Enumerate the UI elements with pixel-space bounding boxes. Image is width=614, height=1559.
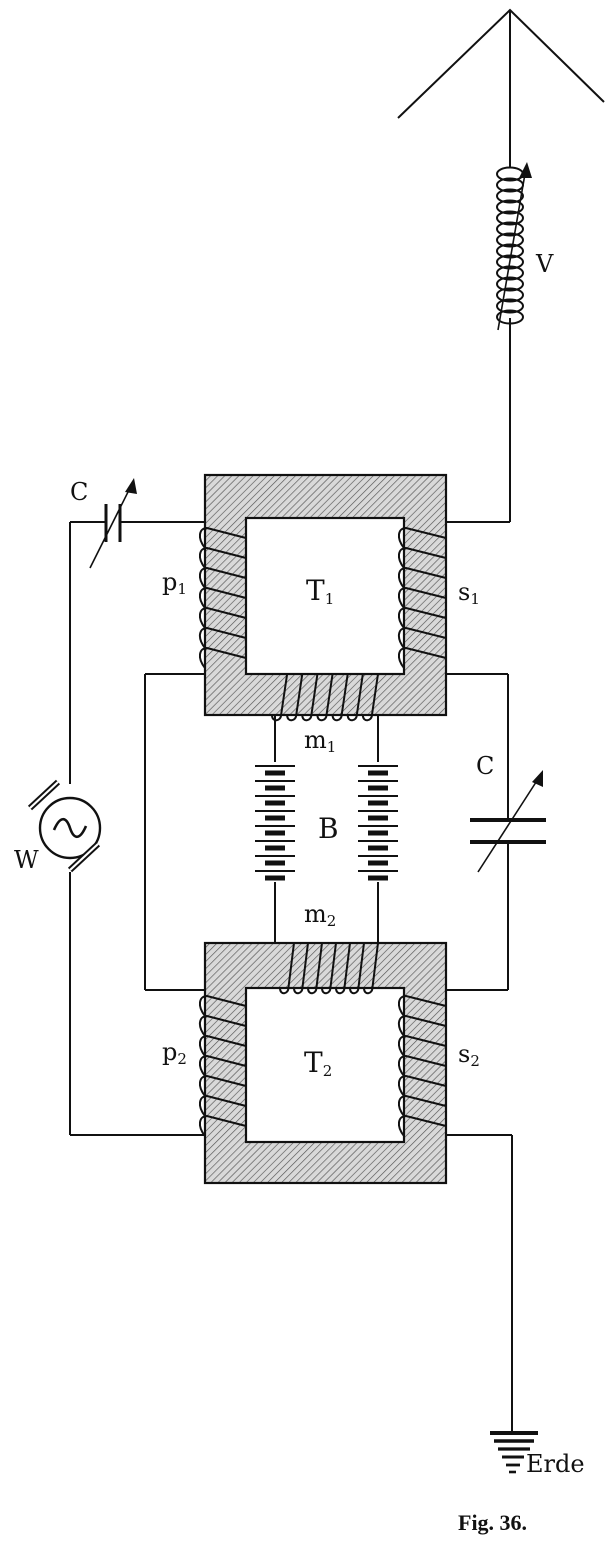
generator [27,779,102,873]
generator-label: W [14,846,39,874]
secondary-variable-capacitor [470,770,546,873]
variometer-arrow [497,167,527,331]
middle-1-label: m1 [304,726,336,756]
variometer-turn [496,276,524,292]
transformer-1-label: T1 [306,574,334,608]
variometer-turn [496,254,524,270]
variometer-turn [496,210,524,226]
antenna [397,8,605,160]
primary-2-label: p2 [162,1038,187,1068]
variometer-turn [496,188,524,204]
middle-2-coil [279,942,379,995]
variometer-turn [496,298,524,314]
primary-2-coil [199,994,247,1137]
secondary-2-label: s2 [458,1040,480,1070]
variometer-coil [446,160,532,523]
variometer-turn [496,232,524,248]
figure-caption: Fig. 36. [458,1510,527,1535]
bridge-circuit [144,673,509,991]
transformer-2 [203,941,448,1185]
battery-left [255,765,295,881]
secondary-capacitor-label: C [476,752,494,780]
secondary-2-coil [398,994,447,1137]
variometer-turn [496,265,524,281]
variometer-turn [496,199,524,215]
variometer-turn [496,287,524,303]
primary-1-label: p1 [162,568,187,598]
ground-label: Erde [526,1450,585,1478]
battery-leads [274,715,379,943]
secondary-1-coil [398,526,447,669]
secondary-1-label: s1 [458,578,480,608]
transformer-2-label: T2 [304,1046,332,1080]
battery-right [358,765,398,881]
transformer-1 [203,473,448,717]
primary-variable-capacitor [89,478,137,569]
variometer-turn [496,221,524,237]
ground-lead [446,1134,513,1432]
variometer-arrowhead [519,162,532,178]
middle-2-label: m2 [304,900,336,930]
middle-1-coil [271,673,379,722]
battery-label: B [318,812,339,845]
ground-symbol [490,1431,538,1474]
primary-capacitor-label: C [70,478,88,506]
transformer-coils [199,526,447,1137]
primary-circuit [69,521,205,1136]
battery [255,765,398,881]
primary-1-coil [199,526,247,669]
variometer-label: V [535,250,554,278]
